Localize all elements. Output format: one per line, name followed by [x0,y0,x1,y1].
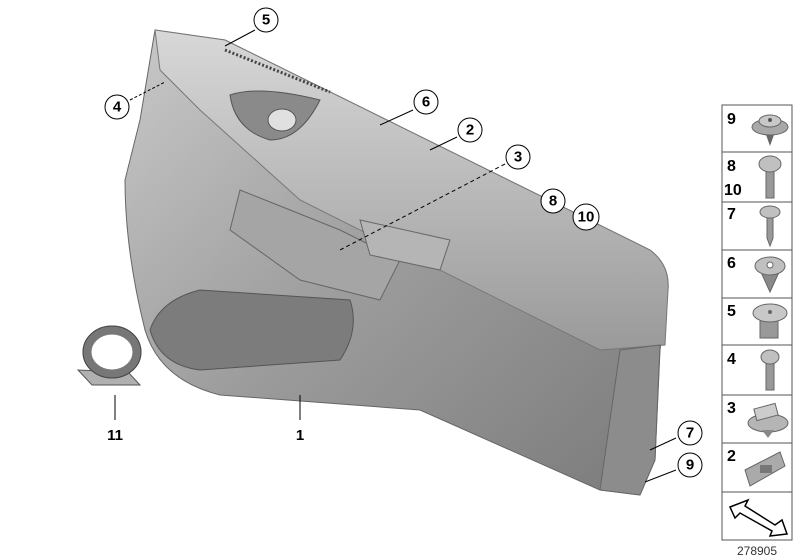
callout-7[interactable]: 7 [677,420,703,446]
expanding-nut-icon [752,303,788,339]
svg-text:4: 4 [727,351,736,368]
callout-5[interactable]: 5 [253,7,279,33]
parts-row-2[interactable]: 2 [727,448,786,487]
svg-text:4: 4 [113,99,122,116]
callout-8[interactable]: 8 [540,188,566,214]
screw-icon [758,155,782,199]
svg-text:5: 5 [262,12,270,29]
screw-icon [760,349,780,391]
svg-text:7: 7 [686,425,694,442]
parts-row-4[interactable]: 4 [727,349,780,391]
svg-text:9: 9 [727,111,736,128]
callout-1[interactable]: 1 [296,427,304,444]
svg-text:8: 8 [727,158,736,175]
callout-3[interactable]: 3 [505,144,531,170]
parts-row-6[interactable]: 6 [727,255,786,294]
clip-icon [747,402,789,438]
callout-10[interactable]: 10 [572,203,600,231]
door-trim-panel [124,29,669,496]
self-tapping-screw-icon [759,205,781,248]
svg-text:3: 3 [514,149,522,166]
bracket-clip-icon [744,451,786,487]
svg-text:2: 2 [466,122,474,139]
tape-roll-part [76,325,142,386]
callout-6[interactable]: 6 [413,89,439,115]
svg-text:10: 10 [578,209,595,226]
arrow-icon [728,498,789,537]
leader-lines [114,29,677,483]
svg-text:9: 9 [686,457,694,474]
parts-row-direction [728,498,789,537]
parts-row-8-10[interactable]: 8 10 [724,155,782,199]
svg-text:10: 10 [724,182,742,199]
callout-2[interactable]: 2 [457,117,483,143]
expanding-rivet-icon [751,114,789,146]
svg-text:6: 6 [727,255,736,272]
diagram-number: 278905 [737,544,777,558]
svg-text:5: 5 [727,303,736,320]
svg-text:2: 2 [727,448,736,465]
clip-icon [754,256,786,294]
parts-row-5[interactable]: 5 [727,303,788,339]
parts-row-3[interactable]: 3 [727,400,789,438]
svg-text:6: 6 [422,94,430,111]
parts-row-9[interactable]: 9 [727,111,789,146]
svg-text:7: 7 [727,206,736,223]
callout-11[interactable]: 11 [107,427,123,444]
callout-4[interactable]: 4 [104,94,130,120]
svg-text:8: 8 [549,193,557,210]
parts-row-7[interactable]: 7 [727,205,781,248]
svg-text:3: 3 [727,400,736,417]
callout-9[interactable]: 9 [677,452,703,478]
